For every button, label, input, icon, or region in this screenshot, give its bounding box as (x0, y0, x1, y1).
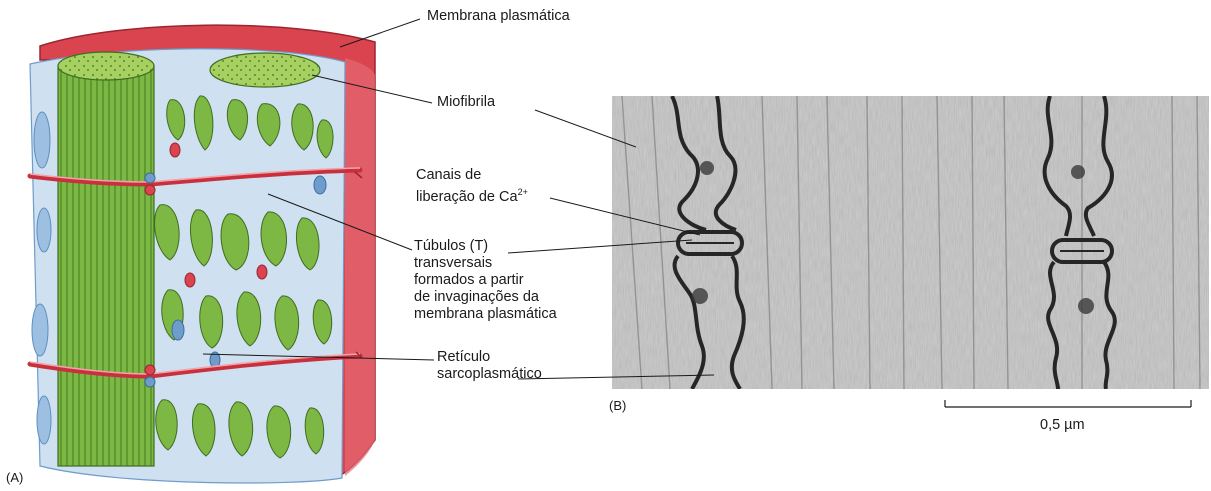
scale-bar (944, 398, 1194, 412)
panel-b-tag: (B) (609, 398, 626, 413)
scale-bar-label: 0,5 µm (1040, 417, 1085, 434)
